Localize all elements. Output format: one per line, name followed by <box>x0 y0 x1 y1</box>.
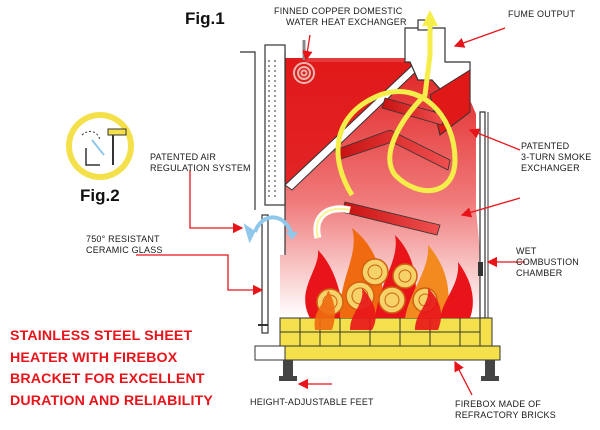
fig2-label: Fig.2 <box>80 186 120 205</box>
smoke-path <box>335 54 458 197</box>
headline-line-3: BRACKET FOR EXCELLENT <box>10 371 205 388</box>
headline: STAINLESS STEEL SHEET HEATER WITH FIREBO… <box>10 326 255 412</box>
ceramic-glass-label: 750° RESISTANT CERAMIC GLASS <box>86 234 163 256</box>
wet-chamber-line-1: WET <box>516 246 537 256</box>
ceramic-glass-line-1: 750° RESISTANT <box>86 234 160 244</box>
smoke-exchanger-line-3: EXCHANGER <box>521 163 580 173</box>
wet-chamber-line-2: COMBUSTION <box>516 257 580 267</box>
air-regulation-line-2: REGULATION SYSTEM <box>150 163 251 173</box>
firebox-label: FIREBOX MADE OF REFRACTORY BRICKS <box>455 399 556 421</box>
ceramic-glass-line-2: CERAMIC GLASS <box>86 245 163 255</box>
firebox-line-1: FIREBOX MADE OF <box>455 399 542 409</box>
finned-copper-label: FINNED COPPER DOMESTIC WATER HEAT EXCHAN… <box>274 6 407 28</box>
fig2-inset <box>66 112 134 180</box>
firebox-line-2: REFRACTORY BRICKS <box>455 410 556 420</box>
wet-chamber-label: WET COMBUSTION CHAMBER <box>516 246 579 279</box>
air-flow-arrows <box>243 215 298 244</box>
headline-line-2: HEATER WITH FIREBOX <box>10 349 178 366</box>
wet-chamber-line-3: CHAMBER <box>516 268 563 278</box>
smoke-exchanger-label: PATENTED 3-TURN SMOKE EXCHANGER <box>521 141 591 174</box>
headline-line-1: STAINLESS STEEL SHEET <box>10 328 193 344</box>
air-regulation-label: PATENTED AIR REGULATION SYSTEM <box>150 152 251 174</box>
height-adjustable-feet <box>279 360 499 381</box>
callout-lines <box>136 27 525 396</box>
smoke-exchanger-line-2: 3-TURN SMOKE <box>521 152 592 162</box>
fig1-label: Fig.1 <box>185 9 225 28</box>
air-regulation-line-1: PATENTED AIR <box>150 152 217 162</box>
finned-copper-line-1: FINNED COPPER DOMESTIC <box>274 6 403 16</box>
fire <box>305 228 473 330</box>
smoke-exchanger-line-1: PATENTED <box>521 141 570 151</box>
fume-output-label: FUME OUTPUT <box>508 9 576 19</box>
feet-label: HEIGHT-ADJUSTABLE FEET <box>250 397 374 407</box>
ceramic-glass-door <box>261 214 269 334</box>
firebox-bricks <box>254 317 501 361</box>
headline-line-4: DURATION AND RELIABILITY <box>10 392 213 409</box>
finned-copper-line-2: WATER HEAT EXCHANGER <box>286 17 407 27</box>
